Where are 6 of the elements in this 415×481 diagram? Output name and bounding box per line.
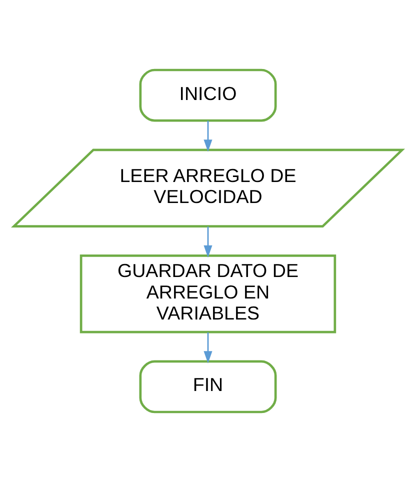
node-box: GUARDAR DATO DE ARREGLO EN VARIABLES: [79, 254, 336, 333]
node-box: INICIO: [138, 68, 276, 122]
arrow: [203, 226, 212, 258]
arrow: [203, 120, 212, 152]
node-box: FIN: [138, 360, 276, 413]
arrow: [203, 332, 212, 363]
